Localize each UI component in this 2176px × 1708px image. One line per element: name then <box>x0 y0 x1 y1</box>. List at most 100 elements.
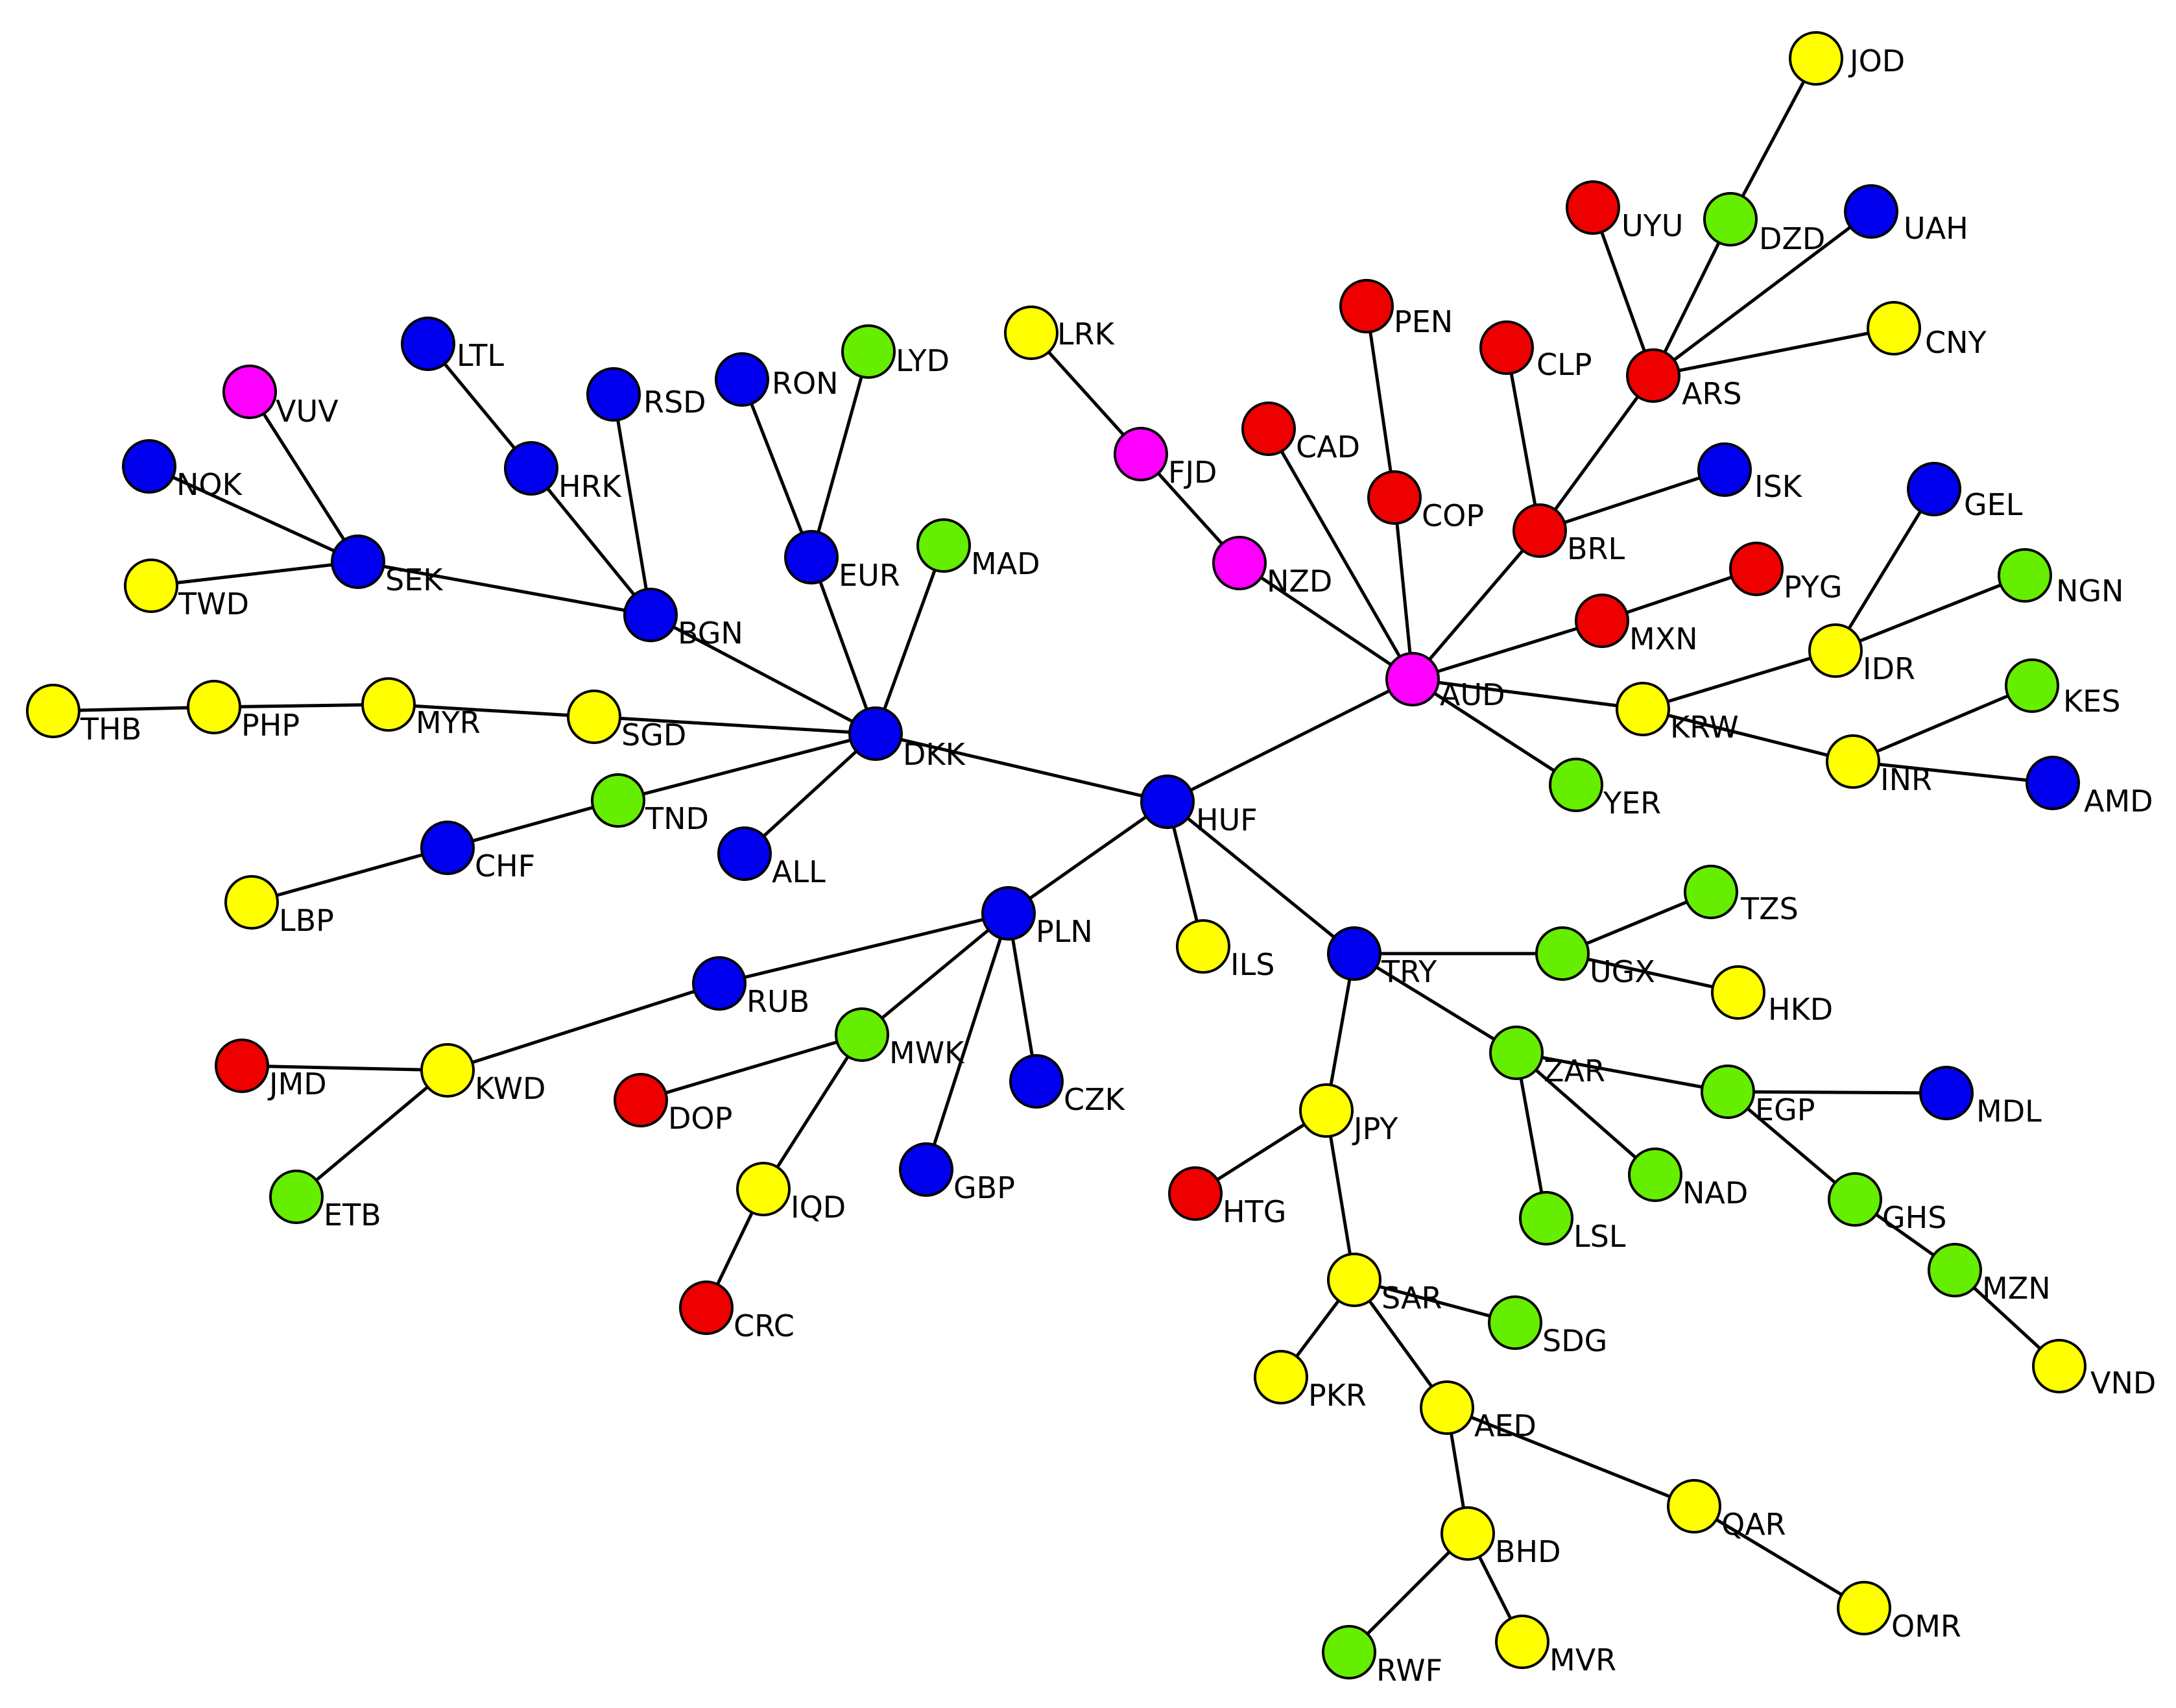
node-pkr <box>1254 1350 1308 1404</box>
edge-fjd-lrk <box>1030 331 1142 455</box>
edges-layer <box>53 57 2061 1654</box>
label-sar: SAR <box>1381 1281 1442 1316</box>
edge-aud-mxn <box>1412 619 1603 681</box>
edge-ars-uyu <box>1591 207 1655 376</box>
node-all <box>717 826 772 881</box>
label-krw: KRW <box>1670 710 1739 745</box>
edge-dzd-jod <box>1728 57 1818 221</box>
label-sdg: SDG <box>1542 1323 1607 1358</box>
label-kwd: KWD <box>475 1071 545 1106</box>
label-jpy: JPY <box>1352 1111 1398 1146</box>
label-nad: NAD <box>1682 1175 1748 1210</box>
node-uyu <box>1566 180 1620 235</box>
edge-kwd-etb <box>295 1069 449 1198</box>
node-lyd <box>841 324 896 379</box>
edge-huf-dkk <box>875 732 1168 804</box>
edge-sek-vuv <box>248 391 360 563</box>
node-vnd <box>2032 1339 2086 1393</box>
label-jmd: JMD <box>267 1066 327 1101</box>
node-rsd <box>586 367 641 422</box>
edge-chf-lbp <box>251 846 448 904</box>
edge-aud-cop <box>1393 497 1415 680</box>
node-nzd <box>1212 536 1267 590</box>
label-try: TRY <box>1381 954 1437 989</box>
label-qar: QAR <box>1721 1507 1786 1542</box>
label-lbp: LBP <box>279 903 334 938</box>
edge-krw-inr <box>1642 707 1854 764</box>
edge-ars-dzd <box>1651 218 1732 377</box>
node-isk <box>1697 442 1752 497</box>
label-ngn: NGN <box>2056 573 2123 608</box>
edge-ars-uah <box>1652 210 1872 377</box>
edge-qar-omr <box>1693 1504 1865 1610</box>
node-amd <box>2026 756 2080 810</box>
node-crc <box>679 1281 734 1335</box>
label-php: PHP <box>241 708 300 743</box>
edge-zar-lsl <box>1514 1052 1548 1219</box>
node-krw <box>1616 682 1670 736</box>
label-uah: UAH <box>1904 211 1968 246</box>
node-pen <box>1339 279 1394 333</box>
label-jod: JOD <box>1848 43 1905 78</box>
node-rub <box>692 956 747 1011</box>
node-chf <box>420 821 475 875</box>
label-chf: CHF <box>475 848 535 884</box>
node-bgn <box>623 588 678 642</box>
edge-kwd-jmd <box>241 1064 448 1072</box>
label-pen: PEN <box>1394 304 1453 339</box>
edge-bgn-rsd <box>612 394 652 616</box>
node-omr <box>1837 1581 1891 1635</box>
node-etb <box>269 1170 324 1224</box>
edge-dkk-tnd <box>617 732 876 802</box>
node-czk <box>1009 1054 1064 1109</box>
label-bhd: BHD <box>1495 1534 1561 1569</box>
label-mvr: MVR <box>1549 1642 1616 1678</box>
edge-jpy-sar <box>1324 1110 1356 1281</box>
label-sgd: SGD <box>621 717 686 752</box>
label-mad: MAD <box>971 546 1040 581</box>
edge-huf-pln <box>1007 800 1169 915</box>
label-isk: ISK <box>1754 469 1803 504</box>
node-ils <box>1176 919 1230 974</box>
label-inr: INR <box>1880 762 1932 797</box>
label-sek: SEK <box>385 562 444 597</box>
edge-eur-lyd <box>809 351 870 558</box>
node-tnd <box>591 773 645 828</box>
edge-zar-nad <box>1515 1052 1656 1176</box>
node-clp <box>1479 320 1534 375</box>
edge-mwk-iqd <box>761 1033 864 1190</box>
node-nad <box>1628 1148 1682 1202</box>
edge-pln-czk <box>1007 913 1038 1082</box>
edge-sgd-myr <box>388 703 595 719</box>
node-mdl <box>1919 1066 1974 1120</box>
label-vnd: VND <box>2090 1365 2156 1401</box>
node-lsl <box>1519 1191 1573 1245</box>
label-eur: EUR <box>839 558 900 593</box>
label-tnd: TND <box>645 801 709 836</box>
label-gel: GEL <box>1964 487 2023 522</box>
node-gbp <box>899 1142 953 1197</box>
label-mxn: MXN <box>1629 621 1698 656</box>
edge-brl-isk <box>1539 468 1725 533</box>
edge-inr-kes <box>1852 684 2033 764</box>
edge-aud-cad <box>1267 427 1415 680</box>
node-sdg <box>1488 1295 1542 1350</box>
edge-bhd-rwf <box>1348 1532 1469 1654</box>
label-pkr: PKR <box>1308 1378 1367 1413</box>
node-cny <box>1867 301 1921 355</box>
node-ugx <box>1535 926 1590 981</box>
label-dop: DOP <box>668 1101 732 1136</box>
label-czk: CZK <box>1064 1082 1126 1117</box>
node-idr <box>1808 623 1863 678</box>
edge-dkk-eur <box>809 557 878 734</box>
edge-bgn-hrk <box>530 467 652 616</box>
node-ghs <box>1828 1172 1882 1227</box>
nodes-layer <box>26 31 2086 1679</box>
label-rwf: RWF <box>1376 1653 1442 1688</box>
edge-huf-aud <box>1166 677 1414 804</box>
label-dzd: DZD <box>1759 221 1825 256</box>
label-ltl: LTL <box>457 338 504 373</box>
label-cop: COP <box>1422 498 1484 533</box>
node-sar <box>1327 1253 1381 1307</box>
